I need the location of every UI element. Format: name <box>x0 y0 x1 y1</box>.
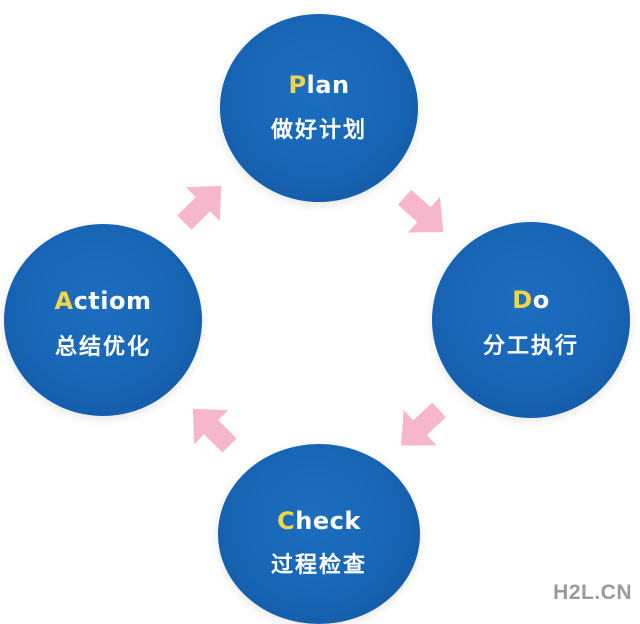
arrow-down-right-icon <box>388 179 460 250</box>
arrow-down-left-icon <box>384 392 456 464</box>
arrow-up-right-icon <box>167 168 239 240</box>
plan-subtitle: 做好计划 <box>270 118 367 143</box>
plan-title: Plan <box>220 71 418 99</box>
plan-rest: lan <box>306 71 350 99</box>
check-rest: heck <box>295 507 361 535</box>
do-initial: D <box>512 286 533 314</box>
do-title: Do <box>432 286 630 314</box>
plan-circle: Plan 做好计划 <box>220 14 418 202</box>
do-rest: o <box>532 286 550 314</box>
check-initial: C <box>277 507 296 535</box>
check-subtitle: 过程检查 <box>270 553 367 578</box>
action-subtitle: 总结优化 <box>54 335 151 360</box>
action-initial: A <box>54 287 74 315</box>
check-circle: Check 过程检查 <box>218 444 420 624</box>
action-circle: Actiom 总结优化 <box>4 224 202 416</box>
action-rest: ctiom <box>73 287 152 315</box>
do-subtitle: 分工执行 <box>482 334 579 359</box>
action-title: Actiom <box>4 287 202 315</box>
check-title: Check <box>218 507 420 535</box>
do-circle: Do 分工执行 <box>432 222 630 418</box>
plan-initial: P <box>288 71 307 99</box>
watermark: H2L.CN <box>553 581 632 604</box>
arrow-up-left-icon <box>175 391 247 463</box>
pdca-cycle-diagram: Plan 做好计划 Do 分工执行 Check 过程检查 Actiom 总结优化… <box>4 14 632 624</box>
